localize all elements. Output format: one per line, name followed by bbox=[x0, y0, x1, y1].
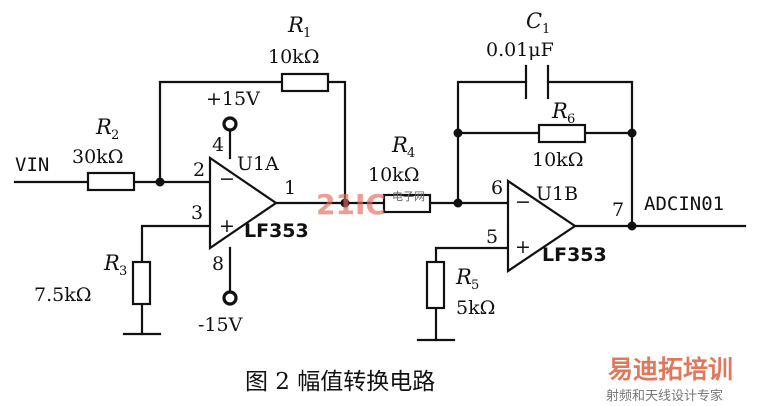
resistor-r5 bbox=[425, 260, 446, 310]
r1-left-wire bbox=[158, 80, 284, 184]
u1b-minus-sign: − bbox=[515, 191, 531, 213]
junction-dot bbox=[627, 128, 637, 138]
r1-num: 1 bbox=[303, 26, 311, 41]
u1a-pin-out: 1 bbox=[284, 177, 296, 199]
supply-positive: +15V bbox=[206, 88, 260, 110]
resistor-r4 bbox=[382, 193, 432, 214]
r1-name: R bbox=[287, 13, 304, 37]
figure-caption: 图 2 幅值转换电路 bbox=[245, 369, 435, 395]
r3-num: 3 bbox=[119, 264, 127, 279]
resistor-r2 bbox=[86, 171, 136, 192]
u1a-label: U1A bbox=[237, 153, 279, 175]
u1b-pin-out: 7 bbox=[612, 199, 624, 221]
u1a-plus-sign: + bbox=[219, 215, 235, 237]
r5-top-wire bbox=[434, 246, 510, 264]
u1a-pin-vneg: 8 bbox=[212, 253, 224, 275]
resistor-r3 bbox=[131, 260, 152, 306]
resistor-r1 bbox=[280, 72, 330, 93]
junction-dot bbox=[453, 198, 463, 208]
u1b-plus-sign: + bbox=[515, 236, 531, 258]
opamp-u1a bbox=[208, 155, 278, 251]
center-watermark-logo: 21IC bbox=[316, 188, 386, 221]
brand-watermark: 易迪拓培训 bbox=[608, 355, 733, 384]
capacitor-c1 bbox=[524, 64, 550, 100]
input-label: VIN bbox=[15, 154, 49, 176]
u1b-pin-plus: 5 bbox=[486, 226, 498, 248]
c1-name: C bbox=[526, 9, 542, 33]
r6-value: 10kΩ bbox=[532, 149, 583, 171]
r6-num: 6 bbox=[567, 112, 575, 127]
r1-right-wire bbox=[326, 80, 347, 205]
supply-negative: -15V bbox=[198, 314, 243, 336]
r4-num: 4 bbox=[407, 146, 415, 161]
u1a-minus-sign: − bbox=[219, 168, 235, 190]
center-watermark-sub: 电子网 bbox=[392, 190, 425, 203]
r3-value: 7.5kΩ bbox=[34, 284, 91, 306]
vneg-terminal bbox=[222, 290, 238, 306]
u1a-pin-plus: 3 bbox=[191, 202, 203, 224]
u1a-pin-vpos: 4 bbox=[212, 134, 224, 156]
junction-dot bbox=[340, 198, 350, 208]
opamp-u1b bbox=[506, 178, 577, 274]
r2-value: 30kΩ bbox=[72, 146, 123, 168]
r4-name: R bbox=[391, 133, 408, 157]
junction-dot bbox=[453, 128, 463, 138]
u1b-label: U1B bbox=[536, 183, 578, 205]
u1a-part: LF353 bbox=[244, 220, 309, 242]
r3-top-wire bbox=[140, 224, 212, 264]
r4-value: 10kΩ bbox=[368, 164, 419, 186]
c1-value: 0.01μF bbox=[486, 39, 554, 61]
junctions bbox=[155, 128, 637, 231]
vpos-terminal bbox=[222, 116, 238, 132]
c1-left-wire bbox=[456, 80, 528, 205]
junction-dot bbox=[627, 221, 637, 231]
r1-value: 10kΩ bbox=[268, 46, 319, 68]
r2-num: 2 bbox=[111, 128, 119, 143]
r5-value: 5kΩ bbox=[456, 297, 495, 319]
output-label: ADCIN01 bbox=[644, 193, 724, 215]
r6-name: R bbox=[551, 99, 568, 123]
junction-dot bbox=[155, 177, 165, 187]
u1b-part: LF353 bbox=[542, 244, 607, 266]
wiring bbox=[13, 80, 747, 342]
r5-num: 5 bbox=[471, 278, 479, 293]
r2-name: R bbox=[95, 115, 112, 139]
r3-name: R bbox=[103, 251, 120, 275]
c1-num: 1 bbox=[542, 22, 550, 37]
u1a-pin-minus: 2 bbox=[193, 159, 205, 181]
r5-name: R bbox=[455, 265, 472, 289]
u1b-pin-minus: 6 bbox=[491, 177, 503, 199]
c1-right-wire bbox=[546, 80, 634, 228]
resistor-r6 bbox=[537, 123, 587, 144]
brand-watermark-sub: 射频和天线设计专家 bbox=[606, 388, 723, 404]
